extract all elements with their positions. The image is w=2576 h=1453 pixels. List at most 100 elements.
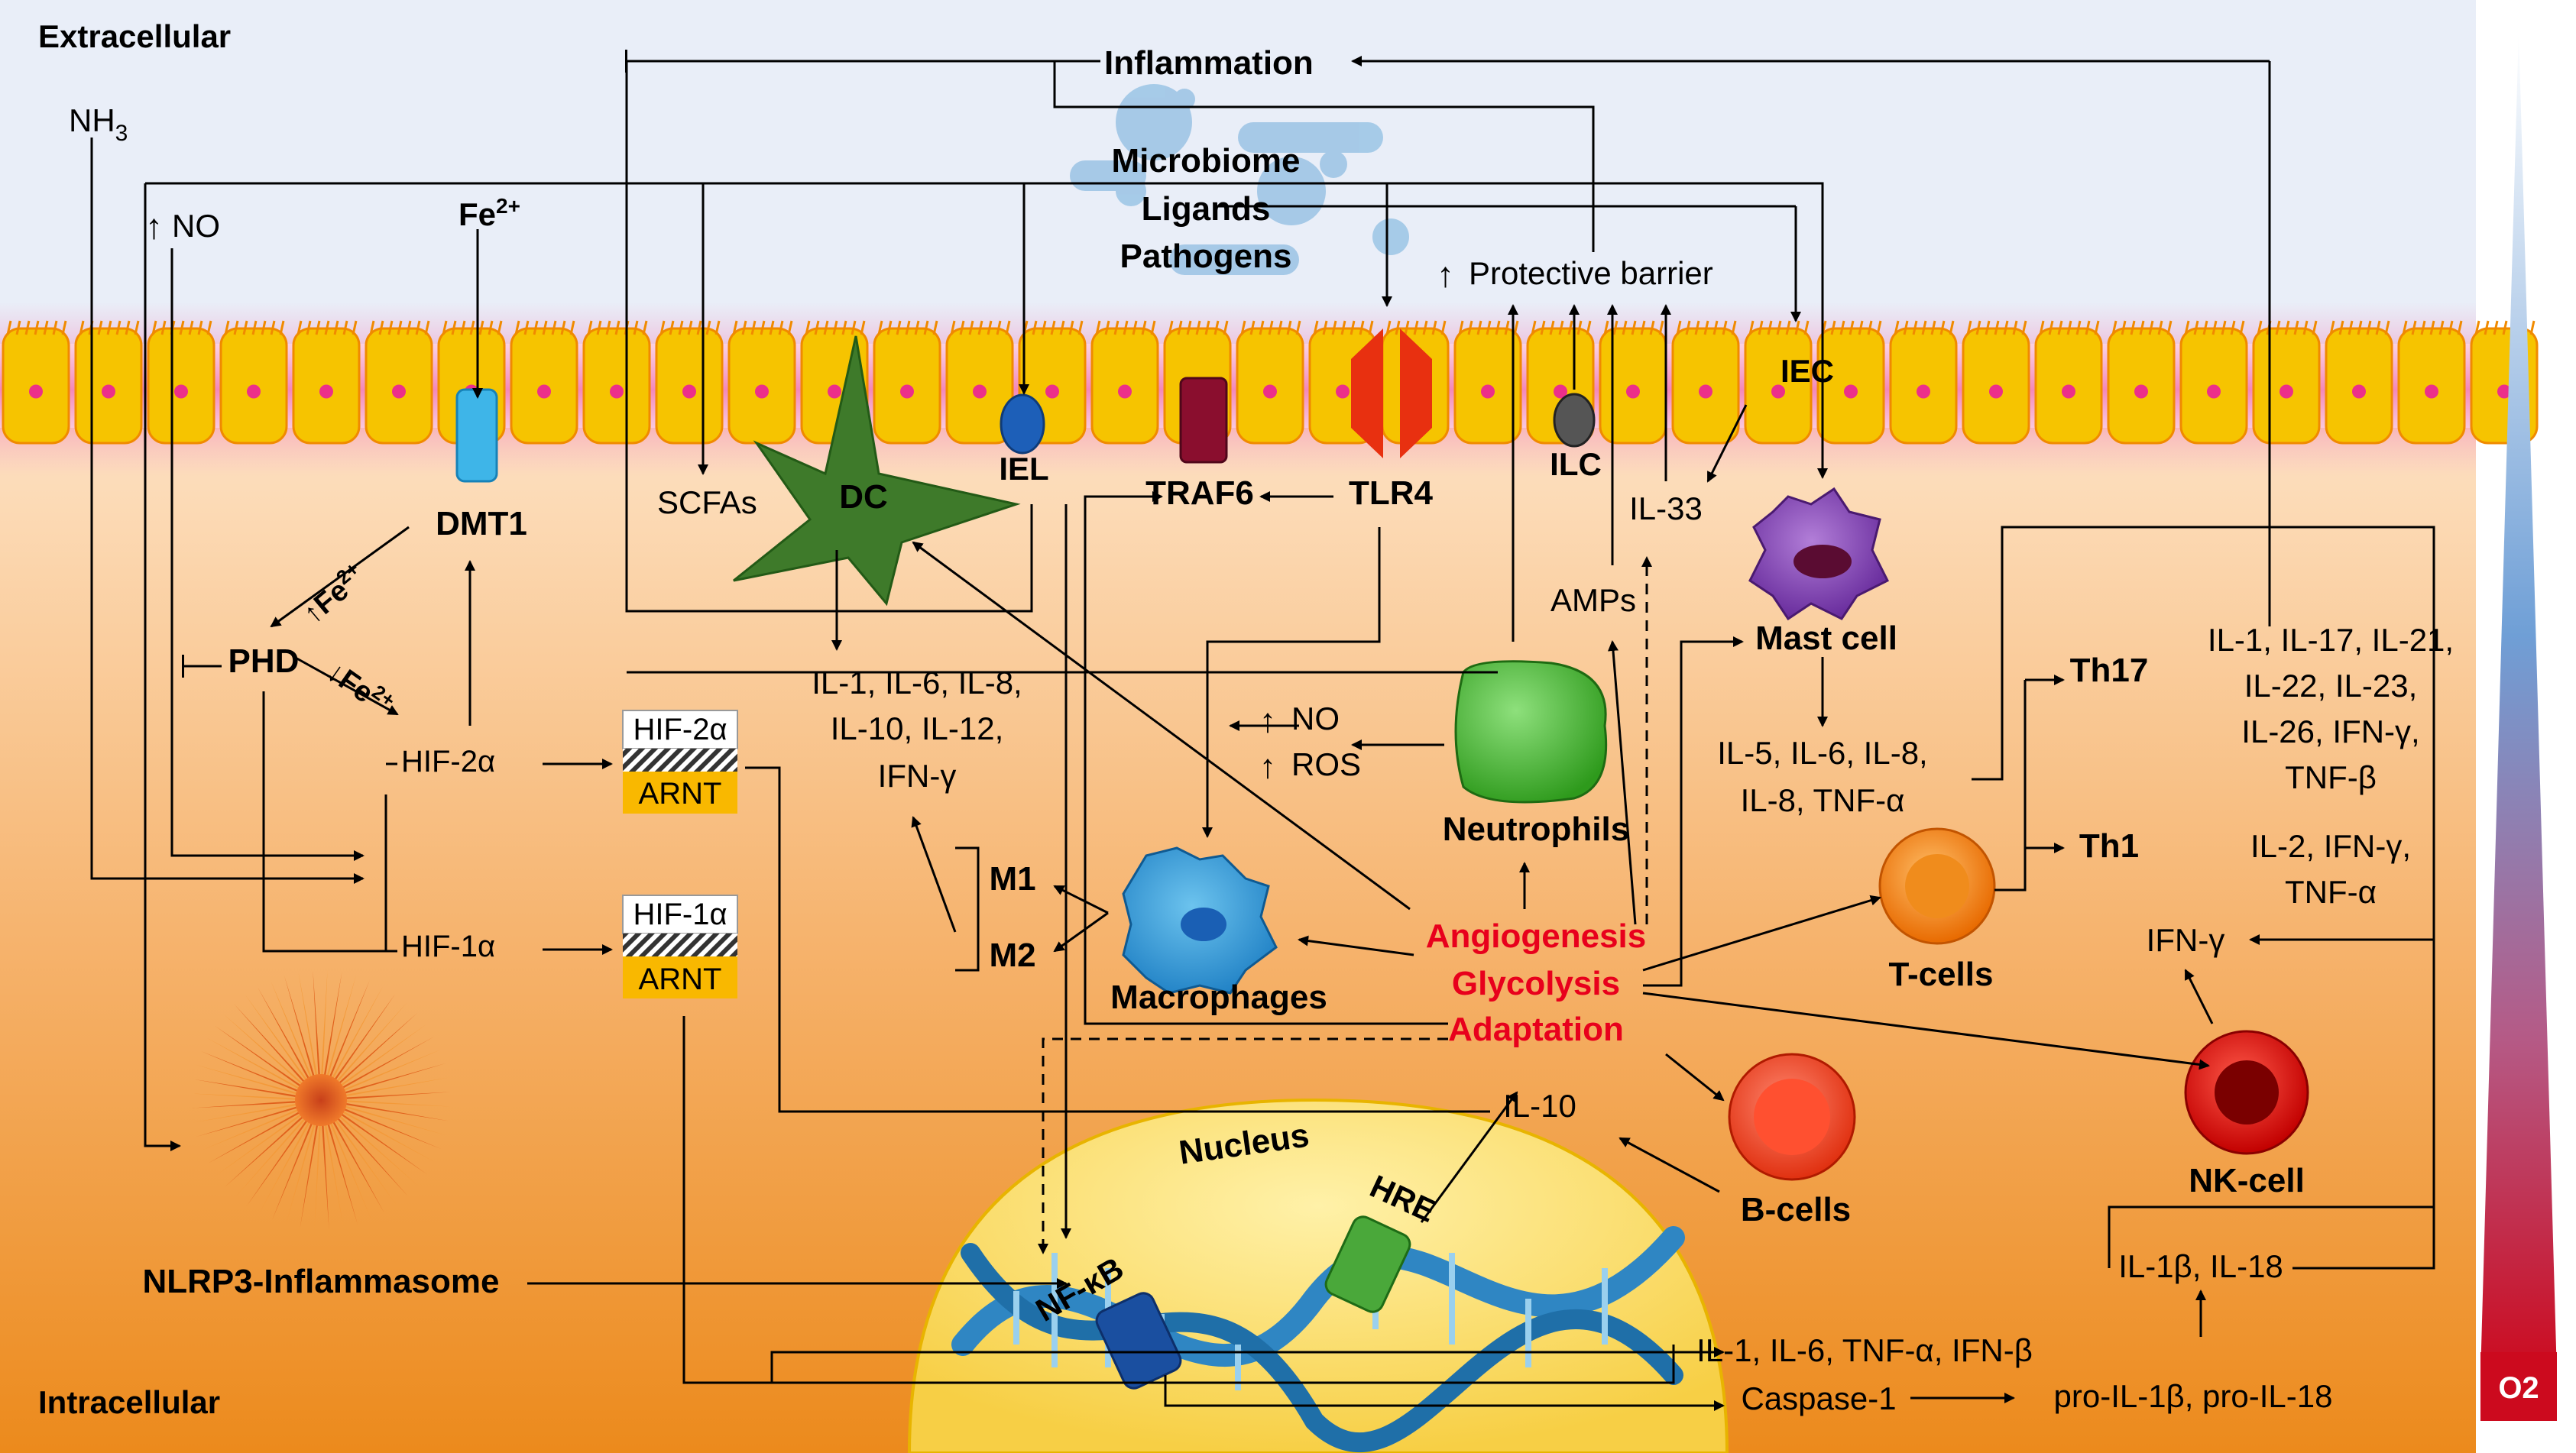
iel-cell-icon bbox=[1000, 393, 1045, 455]
inflammasome-spike bbox=[206, 1037, 302, 1090]
nucleus-shape bbox=[907, 1098, 1729, 1453]
epithelial-nucleus-icon bbox=[1481, 384, 1495, 399]
inflammasome-spike bbox=[340, 1110, 436, 1163]
extracellular-label: Extracellular bbox=[38, 18, 231, 54]
dc-cytokines-line1: IL-1, IL-6, IL-8, bbox=[812, 665, 1022, 701]
hif1a-label: HIF-1α bbox=[401, 930, 495, 963]
tlr4-icon bbox=[1351, 328, 1432, 458]
pathogens-label: Pathogens bbox=[1120, 238, 1292, 275]
inflammasome-spike bbox=[323, 972, 342, 1078]
inflammasome-spike bbox=[339, 1112, 428, 1175]
inflammasome-spike bbox=[337, 1012, 418, 1086]
ilc-cell-icon bbox=[1553, 393, 1596, 448]
hif1a-arnt-complex bbox=[622, 895, 738, 998]
o2-gradient-icon bbox=[2480, 31, 2557, 1375]
inflammasome-spike bbox=[342, 1107, 442, 1150]
nlrp3-label: NLRP3-Inflammasome bbox=[142, 1263, 499, 1300]
no-up-arrow-icon: ↑ bbox=[145, 206, 163, 246]
inflammasome-spike bbox=[342, 1049, 441, 1092]
bacteria-icon bbox=[1070, 84, 1409, 275]
inflammasome-spike bbox=[193, 1079, 299, 1098]
microvilli-icon bbox=[1168, 320, 1229, 335]
inflammasome-spike bbox=[328, 979, 371, 1079]
inflammasome-spike bbox=[326, 1121, 358, 1225]
microbiome-label: Microbiome bbox=[1112, 142, 1301, 180]
inflammasome-spike bbox=[246, 1118, 309, 1207]
il10-label: IL-10 bbox=[1503, 1088, 1576, 1124]
inflammasome-spike bbox=[235, 1116, 307, 1198]
epithelial-nucleus-icon bbox=[392, 384, 406, 399]
inflammasome-spike bbox=[340, 1036, 435, 1090]
inflammasome-spike bbox=[335, 1116, 409, 1197]
epithelial-nucleus-icon bbox=[1554, 384, 1567, 399]
microvilli-icon bbox=[2402, 320, 2463, 335]
traf6-icon bbox=[1179, 377, 1228, 464]
complex-hif2a-label: HIF-2α bbox=[633, 713, 727, 746]
microvilli-icon bbox=[2329, 320, 2390, 335]
inflammasome-spike bbox=[191, 1093, 299, 1100]
microvilli-icon bbox=[6, 320, 67, 335]
nk-cell-label: NK-cell bbox=[2189, 1162, 2305, 1199]
nk-cell-nucleus bbox=[2215, 1060, 2279, 1125]
epithelial-nucleus-icon bbox=[319, 384, 333, 399]
dmt1-label: DMT1 bbox=[436, 505, 527, 542]
microvilli-icon bbox=[2184, 320, 2245, 335]
microvilli-icon bbox=[950, 320, 1011, 335]
extracellular-region bbox=[0, 0, 2476, 344]
macrophage-nucleus bbox=[1181, 908, 1226, 941]
inflammasome-spike bbox=[326, 975, 357, 1079]
dc-cell-icon bbox=[733, 335, 1021, 607]
m1-label: M1 bbox=[989, 860, 1035, 898]
inflammasome-spike bbox=[196, 1064, 300, 1095]
microvilli-icon bbox=[2111, 320, 2173, 335]
epithelial-nucleus-icon bbox=[1118, 384, 1132, 399]
epithelial-nucleus-icon bbox=[1336, 384, 1350, 399]
epithelial-nucleus-icon bbox=[973, 384, 987, 399]
intracellular-label: Intracellular bbox=[38, 1384, 220, 1420]
o2-label: O2 bbox=[2498, 1371, 2539, 1405]
neutrophil-icon bbox=[1454, 660, 1608, 804]
pro-il-label: pro-IL-1β, pro-IL-18 bbox=[2054, 1378, 2333, 1414]
microvilli-icon bbox=[1240, 320, 1301, 335]
inflammasome-spike bbox=[333, 1118, 397, 1206]
inflammasome-spike bbox=[223, 1014, 305, 1086]
epithelial-nucleus-icon bbox=[2280, 384, 2293, 399]
macrophages-label: Macrophages bbox=[1110, 979, 1327, 1016]
epithelial-nucleus-icon bbox=[610, 384, 624, 399]
epithelial-nucleus-icon bbox=[2062, 384, 2075, 399]
th1-cytokines-line1: IL-2, IFN-γ, bbox=[2250, 828, 2411, 864]
microvilli-icon bbox=[1531, 320, 1592, 335]
inflammasome-spike bbox=[207, 1110, 302, 1164]
neutrophils-label: Neutrophils bbox=[1443, 811, 1629, 848]
epithelial-nucleus-icon bbox=[174, 384, 188, 399]
epithelial-nucleus-icon bbox=[29, 384, 43, 399]
epithelial-nucleus-icon bbox=[537, 384, 551, 399]
ligands-label: Ligands bbox=[1142, 190, 1271, 228]
microvilli-icon bbox=[224, 320, 285, 335]
epithelial-nucleus-icon bbox=[755, 384, 769, 399]
microvilli-icon bbox=[805, 320, 866, 335]
inflammasome-spike bbox=[339, 1024, 427, 1088]
fe-label: Fe2+ bbox=[458, 194, 520, 232]
iel-label: IEL bbox=[999, 451, 1048, 487]
t-cells-label: T-cells bbox=[1889, 956, 1994, 993]
tlr4-label: TLR4 bbox=[1349, 474, 1434, 512]
mast-cytokines-line2: IL-8, TNF-α bbox=[1741, 782, 1905, 818]
inflammasome-spike bbox=[300, 1122, 319, 1228]
no-cytokine-label: NO bbox=[1291, 701, 1340, 736]
microvilli-icon bbox=[514, 320, 575, 335]
iec-label: IEC bbox=[1781, 353, 1834, 389]
microvilli-icon bbox=[369, 320, 430, 335]
epithelial-nucleus-icon bbox=[1771, 384, 1785, 399]
inflammasome-spike bbox=[233, 1003, 306, 1084]
inflammation-label: Inflammation bbox=[1104, 44, 1314, 82]
dc-cytokines-line3: IFN-γ bbox=[878, 758, 957, 794]
hre-site-icon bbox=[1324, 1215, 1411, 1313]
inflammasome-spike bbox=[215, 1112, 303, 1176]
inflammasome-spike bbox=[343, 1092, 451, 1100]
nucleus-output-label: IL-1, IL-6, TNF-α, IFN-β bbox=[1696, 1332, 2033, 1368]
inflammasome-spike bbox=[342, 1105, 446, 1136]
th1-cytokines-line2: TNF-α bbox=[2285, 874, 2377, 910]
microvilli-icon bbox=[1385, 320, 1447, 335]
